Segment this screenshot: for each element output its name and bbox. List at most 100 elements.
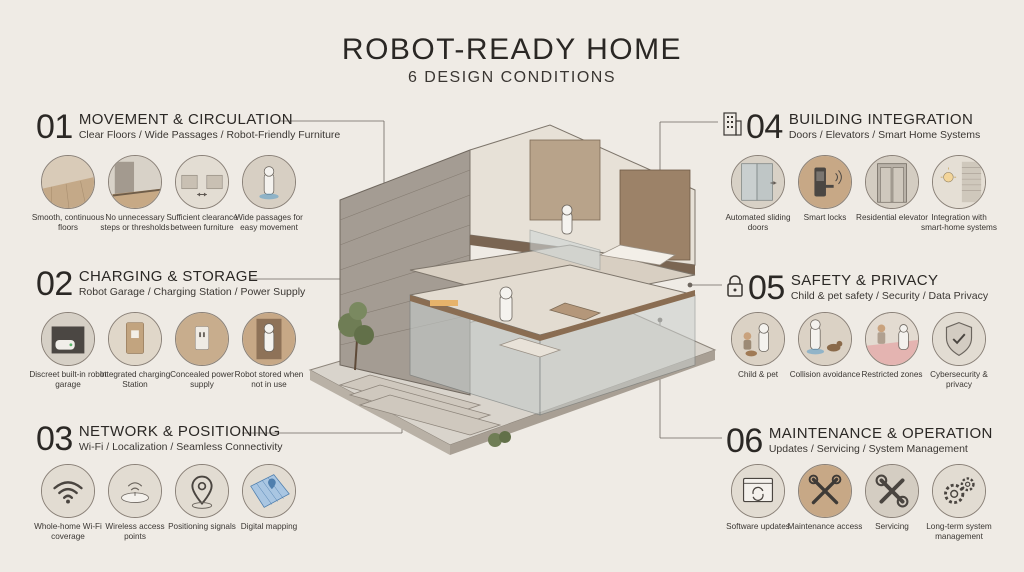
section-safety-privacy: 05 SAFETY & PRIVACY Child & pet safety /… — [726, 269, 989, 307]
item-caption: Digital mapping — [240, 522, 298, 531]
list-item: Software updates — [718, 464, 798, 532]
access-point-icon — [108, 464, 162, 518]
section-number: 06 — [726, 422, 763, 460]
item-caption: Positioning signals — [168, 522, 236, 531]
section-title: CHARGING & STORAGE — [78, 268, 259, 285]
section-number: 04 — [746, 108, 783, 146]
section-subtitle: Doors / Elevators / Smart Home Systems — [788, 129, 981, 141]
collision-icon — [798, 312, 852, 366]
list-item: Residential elevator — [852, 155, 932, 223]
section-network-positioning: 03 NETWORK & POSITIONING Wi-Fi / Localiz… — [36, 420, 283, 458]
robot-storage-icon — [242, 312, 296, 366]
list-item: Child & pet — [718, 312, 798, 380]
shield-check-icon — [932, 312, 986, 366]
elevator-icon — [865, 155, 919, 209]
list-item: Smart locks — [785, 155, 865, 223]
section-title: MAINTENANCE & OPERATION — [768, 425, 993, 442]
item-caption: Smooth, continuous floors — [31, 213, 105, 232]
item-caption: Smart locks — [803, 213, 847, 222]
smart-lock-icon — [798, 155, 852, 209]
section-number: 03 — [36, 420, 73, 458]
charging-station-icon — [108, 312, 162, 366]
floor-icon — [41, 155, 95, 209]
section-number: 01 — [36, 108, 73, 146]
section-charging-storage: 02 CHARGING & STORAGE Robot Garage / Cha… — [36, 265, 305, 303]
list-item: Integrated charging Station — [95, 312, 175, 389]
restricted-zone-icon — [865, 312, 919, 366]
wifi-icon — [41, 464, 95, 518]
section-building-integration: 04 BUILDING INTEGRATION Doors / Elevator… — [722, 108, 981, 146]
item-caption: Concealed power supply — [170, 370, 234, 389]
page-subtitle: 6 DESIGN CONDITIONS — [407, 69, 617, 86]
item-caption: Sufficient clearance between furniture — [166, 213, 238, 232]
list-item: Concealed power supply — [162, 312, 242, 389]
house-illustration — [308, 124, 717, 455]
sliding-door-icon — [731, 155, 785, 209]
item-caption: Wide passages for easy movement — [235, 213, 303, 232]
building-icon — [722, 111, 742, 142]
list-item: Smooth, continuous floors — [28, 155, 108, 232]
smart-home-icon — [932, 155, 986, 209]
list-item: Cybersecurity & privacy — [919, 312, 999, 389]
map-icon — [242, 464, 296, 518]
list-item: Long-term system management — [919, 464, 999, 541]
section-title: NETWORK & POSITIONING — [78, 423, 281, 440]
item-caption: Servicing — [875, 522, 909, 531]
section-subtitle: Wi-Fi / Localization / Seamless Connecti… — [78, 441, 283, 453]
child-pet-icon — [731, 312, 785, 366]
list-item: No unnecessary steps or thresholds — [95, 155, 175, 232]
page-title: ROBOT-READY HOME — [341, 33, 683, 66]
section-maintenance-operation: 06 MAINTENANCE & OPERATION Updates / Ser… — [726, 422, 993, 460]
item-caption: Cybersecurity & privacy — [930, 370, 988, 389]
item-caption: Software updates — [726, 522, 790, 531]
list-item: Whole-home Wi-Fi coverage — [28, 464, 108, 541]
list-item: Servicing — [852, 464, 932, 532]
item-caption: No unnecessary steps or thresholds — [100, 213, 170, 232]
list-item: Digital mapping — [229, 464, 309, 532]
wrench-icon — [865, 464, 919, 518]
tools-icon — [798, 464, 852, 518]
item-caption: Whole-home Wi-Fi coverage — [34, 522, 102, 541]
software-update-icon — [731, 464, 785, 518]
list-item: Integration with smart-home systems — [919, 155, 999, 232]
item-caption: Automated sliding doors — [725, 213, 791, 232]
furniture-clearance-icon — [175, 155, 229, 209]
section-title: MOVEMENT & CIRCULATION — [78, 111, 293, 128]
lock-icon — [726, 274, 744, 303]
section-subtitle: Updates / Servicing / System Management — [768, 443, 968, 455]
threshold-icon — [108, 155, 162, 209]
item-caption: Residential elevator — [856, 213, 928, 222]
list-item: Collision avoidance — [785, 312, 865, 380]
item-caption: Wireless access points — [105, 522, 165, 541]
location-pin-icon — [175, 464, 229, 518]
item-caption: Robot stored when not in use — [234, 370, 304, 389]
item-caption: Integration with smart-home systems — [921, 213, 997, 232]
section-number: 02 — [36, 265, 73, 303]
power-supply-icon — [175, 312, 229, 366]
list-item: Positioning signals — [162, 464, 242, 532]
item-caption: Maintenance access — [787, 522, 863, 531]
robot-passage-icon — [242, 155, 296, 209]
item-caption: Discreet built-in robot garage — [29, 370, 107, 389]
list-item: Maintenance access — [785, 464, 865, 532]
list-item: Robot stored when not in use — [229, 312, 309, 389]
item-caption: Child & pet — [737, 370, 779, 379]
section-subtitle: Child & pet safety / Security / Data Pri… — [790, 290, 989, 302]
section-title: BUILDING INTEGRATION — [788, 111, 974, 128]
section-subtitle: Clear Floors / Wide Passages / Robot-Fri… — [78, 129, 341, 141]
item-caption: Integrated charging Station — [99, 370, 171, 389]
list-item: Wide passages for easy movement — [229, 155, 309, 232]
section-number: 05 — [748, 269, 785, 307]
list-item: Automated sliding doors — [718, 155, 798, 232]
list-item: Discreet built-in robot garage — [28, 312, 108, 389]
list-item: Restricted zones — [852, 312, 932, 380]
section-title: SAFETY & PRIVACY — [790, 272, 939, 289]
list-item: Sufficient clearance between furniture — [162, 155, 242, 232]
gears-icon — [932, 464, 986, 518]
item-caption: Restricted zones — [861, 370, 923, 379]
robot-garage-icon — [41, 312, 95, 366]
item-caption: Collision avoidance — [789, 370, 861, 379]
item-caption: Long-term system management — [926, 522, 992, 541]
list-item: Wireless access points — [95, 464, 175, 541]
section-movement-circulation: 01 MOVEMENT & CIRCULATION Clear Floors /… — [36, 108, 341, 146]
